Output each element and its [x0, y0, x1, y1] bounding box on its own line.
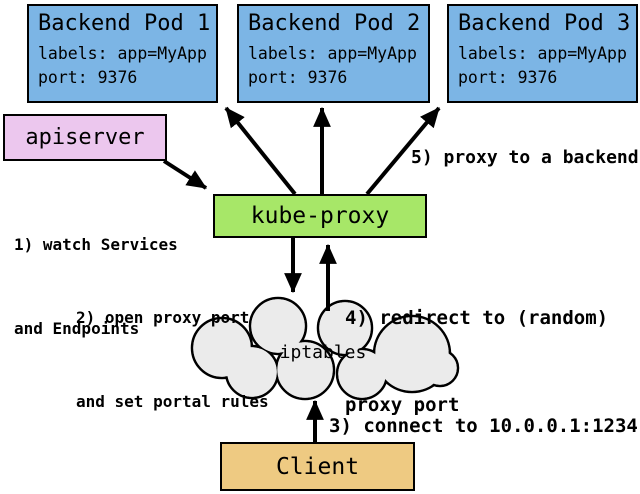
- backend-pod-3-title: Backend Pod 3: [458, 11, 631, 36]
- step2-label: 2) open proxy port and set portal rules: [76, 248, 269, 472]
- client-box: Client: [220, 442, 415, 491]
- backend-pod-1-box: Backend Pod 1 labels: app=MyApp port: 93…: [27, 4, 218, 103]
- step2-line2: and set portal rules: [76, 392, 269, 411]
- backend-pod-3-labels: labels: app=MyApp: [458, 44, 627, 63]
- step1-label: 1) watch Services and Endpoints: [14, 175, 178, 399]
- step4-line2: proxy port: [345, 394, 460, 416]
- apiserver-label: apiserver: [25, 125, 145, 150]
- step2-line1: 2) open proxy port: [76, 308, 250, 327]
- backend-pod-2-title: Backend Pod 2: [248, 11, 421, 36]
- backend-pod-3-box: Backend Pod 3 labels: app=MyApp port: 93…: [447, 4, 638, 103]
- backend-pod-2-labels: labels: app=MyApp: [248, 44, 417, 63]
- client-label: Client: [275, 453, 360, 480]
- backend-pod-1-title: Backend Pod 1: [38, 11, 211, 36]
- step4-line1: 4) redirect to (random): [345, 307, 609, 329]
- step4-label: 4) redirect to (random) proxy port: [345, 246, 608, 478]
- step5-label: 5) proxy to a backend: [411, 147, 639, 168]
- step1-line1: 1) watch Services: [14, 235, 178, 254]
- backend-pod-1-labels: labels: app=MyApp: [38, 44, 207, 63]
- step1-line2: and Endpoints: [14, 319, 140, 338]
- kube-proxy-label: kube-proxy: [250, 203, 390, 229]
- backend-pod-2-port: port: 9376: [248, 68, 348, 87]
- step3-label: 3) connect to 10.0.0.1:1234: [329, 415, 638, 437]
- arrow-kube-proxy-to-pod1: [224, 106, 297, 196]
- backend-pod-3-port: port: 9376: [458, 68, 558, 87]
- backend-pod-1-port: port: 9376: [38, 68, 138, 87]
- backend-pod-2-box: Backend Pod 2 labels: app=MyApp port: 93…: [237, 4, 430, 103]
- kube-proxy-box: kube-proxy: [213, 194, 427, 238]
- apiserver-box: apiserver: [3, 114, 167, 161]
